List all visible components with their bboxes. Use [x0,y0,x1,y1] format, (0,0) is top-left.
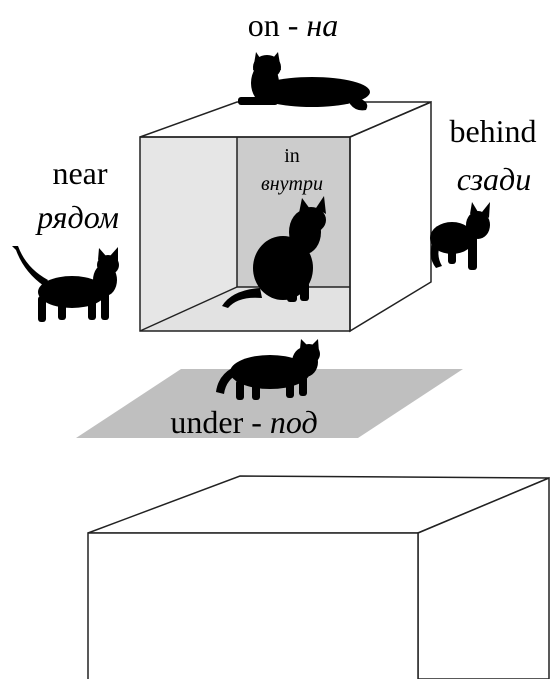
empty-box [87,475,550,679]
label-under-en: under - [170,404,270,440]
label-behind-ru: сзади [457,161,531,197]
cat-on-icon [238,52,370,111]
label-under-ru: под [270,404,318,440]
label-on-en: on - [248,7,307,43]
label-on-ru: на [306,7,338,43]
cat-in-icon [222,196,326,308]
box-floor [140,287,350,331]
cat-near-icon [12,246,119,322]
label-under: under - под [170,404,317,440]
box-inner-left-side [140,137,237,331]
open-box [139,100,432,333]
label-near-en: near [52,155,107,191]
cat-behind-icon [430,202,490,270]
label-on: on - на [248,7,339,43]
cat-under-icon [216,339,320,400]
label-in-ru: внутри [261,173,323,195]
label-near-ru: рядом [35,199,119,235]
label-in-en: in [284,145,300,167]
shadow-plane [76,369,463,438]
label-behind-en: behind [449,113,536,149]
